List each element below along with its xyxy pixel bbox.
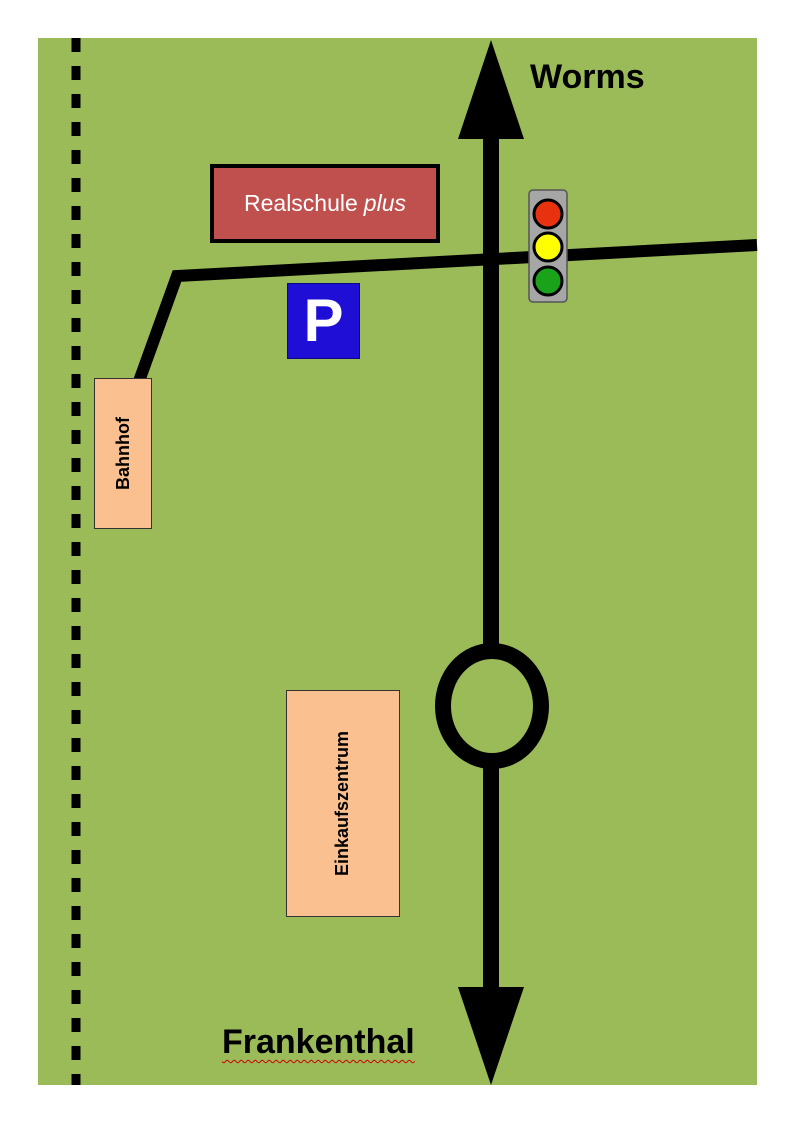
traffic-light-icon — [528, 189, 568, 303]
school-name: Realschule — [244, 190, 358, 216]
station-building: Bahnhof — [94, 378, 152, 529]
arrow-south-icon — [458, 987, 524, 1085]
mall-label: Einkaufszentrum — [332, 730, 353, 877]
parking-symbol: P — [303, 287, 344, 354]
station-road — [132, 239, 758, 387]
station-label: Bahnhof — [112, 417, 133, 490]
roundabout-icon — [435, 643, 549, 769]
destination-north: Worms — [530, 58, 645, 96]
destination-south: Frankenthal — [222, 1023, 415, 1061]
arrow-north-icon — [458, 40, 524, 139]
mall-building: Einkaufszentrum — [286, 690, 400, 917]
parking-icon: P — [287, 283, 360, 359]
school-suffix: plus — [363, 190, 406, 216]
